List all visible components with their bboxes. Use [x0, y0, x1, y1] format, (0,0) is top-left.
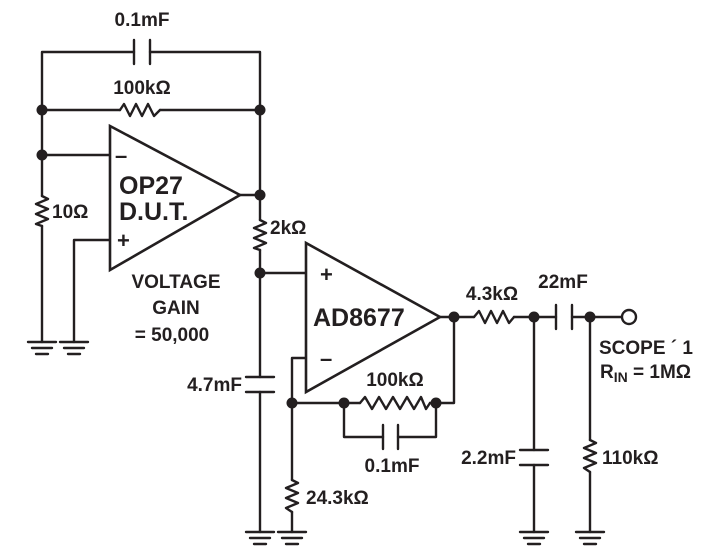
- ground-load-resistor: [574, 530, 606, 546]
- dut-minus-sign: –: [115, 143, 127, 168]
- feedback-resistor-symbol: [118, 102, 162, 118]
- output-resistor-label: 4.3kΩ: [466, 284, 518, 305]
- resistor-2k-label: 2kΩ: [270, 218, 306, 239]
- shunt-capacitor-label: 2.2mF: [461, 448, 516, 469]
- ground-dut-plus: [58, 340, 90, 356]
- coupling-capacitor-label: 22mF: [538, 272, 588, 293]
- ground-filter-capacitor: [244, 530, 276, 546]
- output-resistor-symbol: [472, 309, 516, 325]
- dut-name: OP27: [119, 172, 183, 200]
- dut-plus-sign: +: [117, 228, 130, 253]
- wires: [40, 50, 624, 534]
- junction-dots: [36, 104, 596, 409]
- ground-gain-resistor: [26, 340, 58, 356]
- amp2-name: AD8677: [313, 304, 405, 332]
- amp2-plus-sign: +: [320, 262, 333, 287]
- filter-capacitor-label: 4.7mF: [187, 375, 242, 396]
- filter-capacitor-symbol: [244, 375, 276, 394]
- amp2-opamp-symbol: [304, 240, 443, 395]
- gain-text-line2: GAIN: [152, 298, 200, 319]
- load-resistor-symbol: [582, 438, 598, 474]
- gain-resistor-symbol: [34, 194, 50, 228]
- amp2-minus-sign: –: [320, 346, 332, 371]
- resistor-2k-symbol: [252, 218, 268, 252]
- dut-label: D.U.T.: [119, 198, 188, 226]
- gain-text-line3: = 50,000: [135, 325, 210, 346]
- gain-resistor-label: 10Ω: [52, 202, 88, 223]
- coupling-capacitor-symbol: [554, 303, 574, 331]
- dut-opamp-symbol: [108, 123, 243, 273]
- scope-input-resistance: RIN = 1MΩ: [600, 362, 691, 385]
- ground-amp2-gain-resistor: [276, 530, 308, 546]
- load-resistor-label: 110kΩ: [602, 448, 658, 469]
- scope-terminal: [620, 308, 638, 326]
- amp2-feedback-capacitor-symbol: [381, 423, 400, 451]
- amp2-gain-resistor-symbol: [284, 478, 300, 514]
- scope-label: SCOPE ´ 1: [599, 338, 693, 359]
- ground-shunt-capacitor: [518, 530, 550, 546]
- amp2-feedback-resistor-label: 100kΩ: [366, 370, 424, 391]
- top-capacitor-label: 0.1mF: [115, 10, 170, 31]
- top-capacitor-symbol: [132, 38, 152, 66]
- amp2-feedback-capacitor-label: 0.1mF: [365, 456, 420, 477]
- feedback-resistor-label: 100kΩ: [113, 78, 171, 99]
- shunt-capacitor-symbol: [518, 448, 550, 467]
- amp2-feedback-resistor-symbol: [358, 395, 432, 411]
- amp2-gain-resistor-label: 24.3kΩ: [306, 488, 369, 509]
- gain-text-line1: VOLTAGE: [131, 272, 220, 293]
